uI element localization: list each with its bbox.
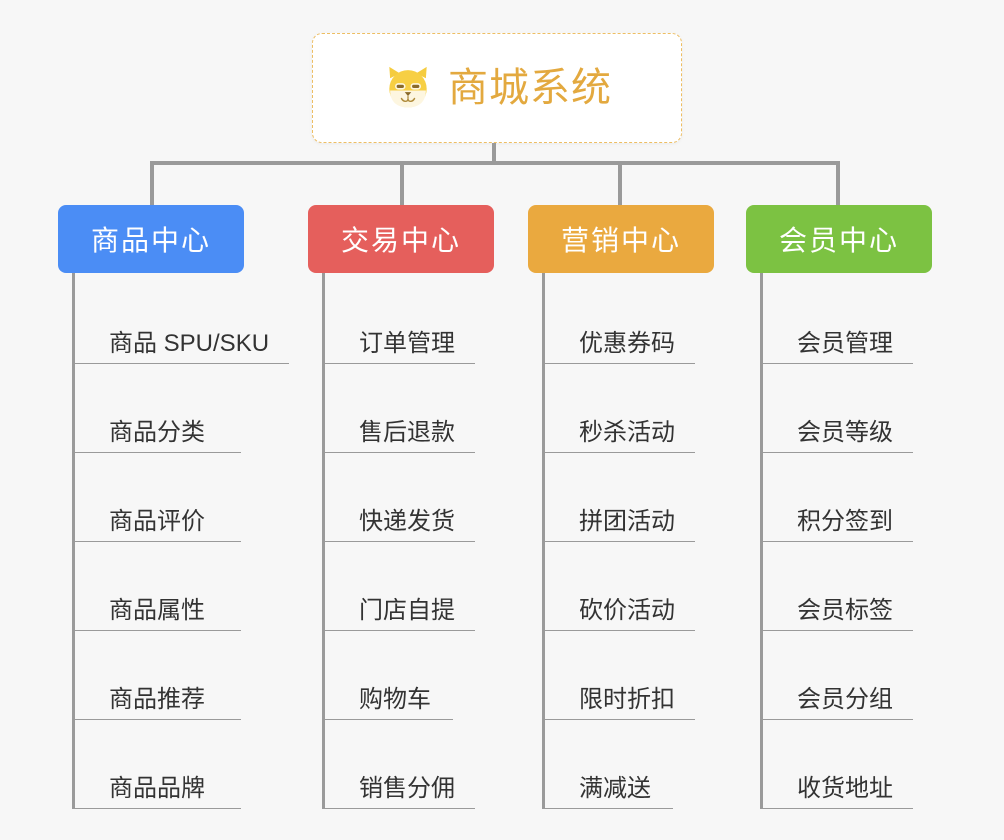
leaf-label: 销售分佣 — [359, 775, 455, 803]
leaf-item[interactable]: 订单管理 — [325, 275, 528, 364]
leaf-item[interactable]: 会员分组 — [763, 631, 966, 720]
leaf-item[interactable]: 商品属性 — [75, 542, 278, 631]
leaf-label: 商品推荐 — [109, 686, 205, 714]
leaf-label: 积分签到 — [797, 508, 893, 536]
leaf-label: 拼团活动 — [579, 508, 675, 536]
leaf-label: 限时折扣 — [579, 686, 675, 714]
leaf-item[interactable]: 收货地址 — [763, 720, 966, 809]
leaf-label: 购物车 — [359, 686, 431, 714]
leaf-item[interactable]: 会员等级 — [763, 364, 966, 453]
leaf-label: 商品评价 — [109, 508, 205, 536]
leaf-item[interactable]: 售后退款 — [325, 364, 528, 453]
leaf-label: 优惠券码 — [579, 330, 675, 358]
leaf-item[interactable]: 秒杀活动 — [545, 364, 748, 453]
leaf-item[interactable]: 满减送 — [545, 720, 748, 809]
leaf-label: 商品 SPU/SKU — [109, 330, 270, 358]
leaf-label: 会员标签 — [797, 597, 893, 625]
category-column-交易中心: 交易中心 订单管理 售后退款 快递发货 门店自提 购物车 销售分佣 — [308, 205, 528, 809]
category-columns: 商品中心 商品 SPU/SKU 商品分类 商品评价 商品属性 商品推荐 商品品牌… — [0, 205, 1004, 840]
leaf-list-1: 商品 SPU/SKU 商品分类 商品评价 商品属性 商品推荐 商品品牌 — [72, 273, 289, 809]
leaf-list-4: 会员管理 会员等级 积分签到 会员标签 会员分组 收货地址 — [760, 273, 966, 809]
leaf-label: 商品分类 — [109, 419, 205, 447]
leaf-label: 门店自提 — [359, 597, 455, 625]
leaf-item[interactable]: 商品品牌 — [75, 720, 278, 809]
leaf-label: 秒杀活动 — [579, 419, 675, 447]
category-header-3[interactable]: 营销中心 — [528, 205, 714, 273]
root-title: 商城系统 — [448, 66, 612, 110]
category-column-会员中心: 会员中心 会员管理 会员等级 积分签到 会员标签 会员分组 收货地址 — [746, 205, 966, 809]
leaf-item[interactable]: 拼团活动 — [545, 453, 748, 542]
leaf-item[interactable]: 砍价活动 — [545, 542, 748, 631]
connector-horizontal-bus — [150, 161, 840, 165]
category-column-商品中心: 商品中心 商品 SPU/SKU 商品分类 商品评价 商品属性 商品推荐 商品品牌 — [58, 205, 289, 809]
root-node[interactable]: 商城系统 — [312, 33, 682, 143]
leaf-item[interactable]: 限时折扣 — [545, 631, 748, 720]
category-header-2[interactable]: 交易中心 — [308, 205, 494, 273]
leaf-label: 满减送 — [579, 775, 651, 803]
connector-drop-4 — [836, 161, 840, 206]
category-header-4[interactable]: 会员中心 — [746, 205, 932, 273]
leaf-label: 会员管理 — [797, 330, 893, 358]
leaf-label: 快递发货 — [359, 508, 455, 536]
connector-drop-1 — [150, 161, 154, 206]
leaf-label: 商品属性 — [109, 597, 205, 625]
connector-drop-3 — [618, 161, 622, 206]
connector-drop-2 — [400, 161, 404, 206]
leaf-item[interactable]: 门店自提 — [325, 542, 528, 631]
category-column-营销中心: 营销中心 优惠券码 秒杀活动 拼团活动 砍价活动 限时折扣 满减送 — [528, 205, 748, 809]
leaf-item[interactable]: 会员管理 — [763, 275, 966, 364]
leaf-label: 砍价活动 — [579, 597, 675, 625]
leaf-item[interactable]: 优惠券码 — [545, 275, 748, 364]
leaf-item[interactable]: 商品分类 — [75, 364, 278, 453]
leaf-item[interactable]: 积分签到 — [763, 453, 966, 542]
leaf-label: 收货地址 — [797, 775, 893, 803]
leaf-item[interactable]: 商品评价 — [75, 453, 278, 542]
connector-root-stem — [492, 143, 496, 164]
leaf-label: 售后退款 — [359, 419, 455, 447]
leaf-list-2: 订单管理 售后退款 快递发货 门店自提 购物车 销售分佣 — [322, 273, 528, 809]
leaf-item[interactable]: 购物车 — [325, 631, 528, 720]
leaf-label: 会员等级 — [797, 419, 893, 447]
shiba-dog-icon — [389, 66, 427, 108]
leaf-item[interactable]: 销售分佣 — [325, 720, 528, 809]
leaf-label: 订单管理 — [359, 330, 455, 358]
leaf-item[interactable]: 商品 SPU/SKU — [75, 275, 289, 364]
leaf-label: 会员分组 — [797, 686, 893, 714]
leaf-label: 商品品牌 — [109, 775, 205, 803]
leaf-item[interactable]: 快递发货 — [325, 453, 528, 542]
category-header-1[interactable]: 商品中心 — [58, 205, 244, 273]
leaf-list-3: 优惠券码 秒杀活动 拼团活动 砍价活动 限时折扣 满减送 — [542, 273, 748, 809]
leaf-item[interactable]: 商品推荐 — [75, 631, 278, 720]
leaf-item[interactable]: 会员标签 — [763, 542, 966, 631]
